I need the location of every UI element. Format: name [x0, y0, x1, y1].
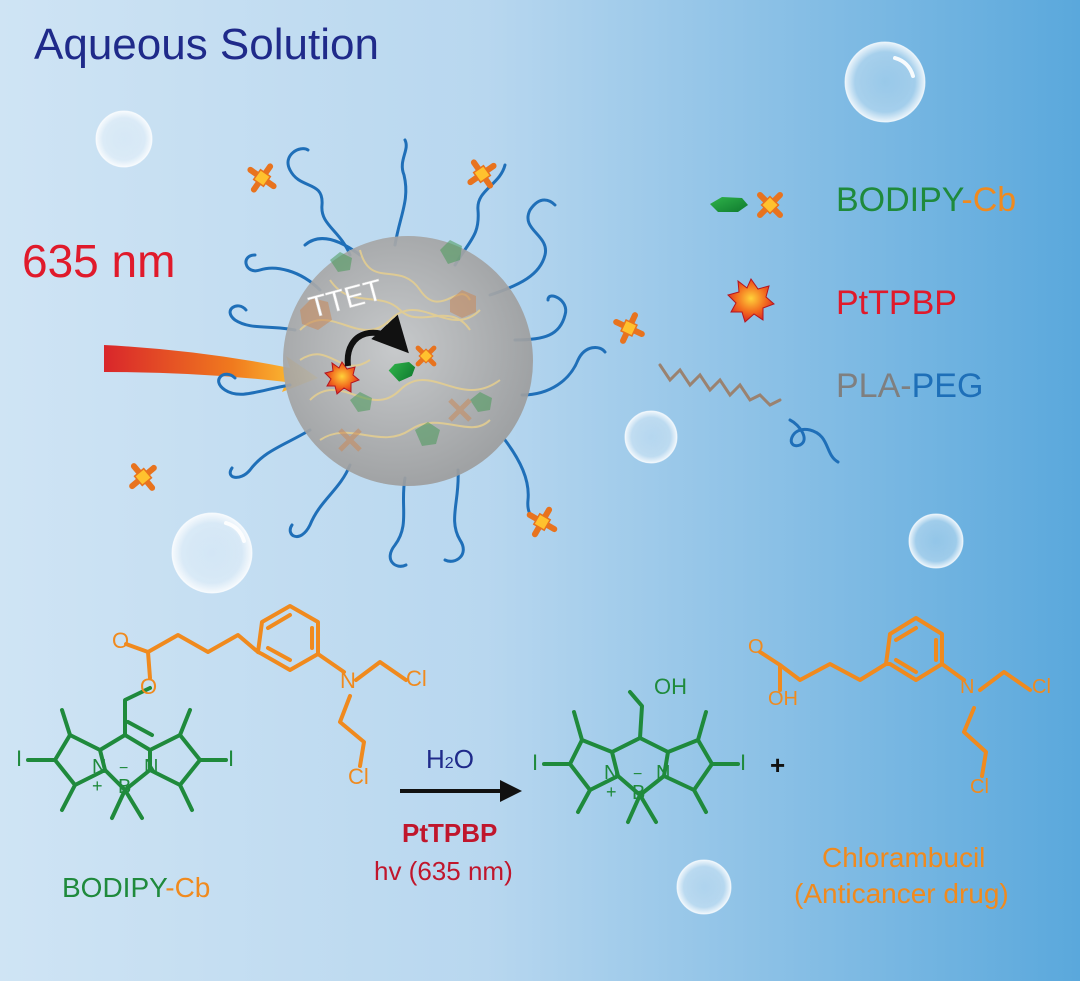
pla-cores — [299, 249, 501, 441]
reactant-name-bodipy: BODIPY — [62, 872, 166, 903]
bubbles — [95, 41, 964, 915]
reagent-o: O — [453, 744, 474, 774]
bubble — [171, 512, 253, 594]
atom-n-right: N — [144, 756, 159, 778]
legend-peg-dash: - — [900, 367, 912, 405]
atom-i-p-left: I — [532, 750, 539, 775]
micelle — [283, 236, 533, 486]
bubble — [95, 110, 153, 168]
reactant-structure — [26, 604, 408, 820]
atom-n-cb: N — [960, 676, 975, 698]
ptpbp-star-in-micelle — [324, 361, 360, 395]
embedded-shapes — [300, 240, 492, 452]
atom-i-left: I — [16, 746, 23, 771]
atom-cl-1: Cl — [406, 666, 427, 691]
light-beam-arrow — [104, 345, 318, 392]
bubble — [624, 410, 678, 464]
product-name-line2: (Anticancer drug) — [794, 878, 1009, 909]
legend-icons — [710, 195, 780, 323]
legend-ptpbp-label: PtTPBP — [836, 284, 957, 322]
atom-n-p-right: N — [656, 762, 671, 784]
charge-plus: + — [92, 776, 103, 796]
legend-bodipy-hex-icon — [710, 197, 748, 212]
atom-n-p-left: N — [604, 762, 619, 784]
legend-bodipy-cb-label: BODIPY-Cb — [836, 181, 1016, 220]
legend-ptpbp-star-icon — [727, 277, 775, 323]
product-bodipy-oh-structure — [542, 690, 740, 824]
atom-b-product: B — [632, 782, 646, 804]
reactant-name: BODIPY-Cb — [62, 872, 210, 904]
charge-minus: − — [119, 760, 129, 777]
legend-cb-text: Cb — [972, 181, 1017, 219]
atom-i-right: I — [228, 746, 235, 771]
condition-label: hv (635 nm) — [374, 856, 513, 886]
wavelength-label: 635 nm — [22, 235, 176, 287]
bubble — [908, 513, 964, 569]
product-chlorambucil-structure — [758, 616, 1032, 778]
atom-o-ester: O — [140, 674, 158, 699]
catalyst-label: PtTPBP — [402, 818, 498, 848]
atom-i-p-right: I — [740, 750, 747, 775]
legend-bodipy-text: BODIPY — [836, 181, 962, 219]
reagent-sub: 2 — [444, 755, 454, 772]
plus-sign: + — [770, 750, 786, 780]
bubble — [676, 859, 732, 915]
atom-n-amine: N — [340, 668, 356, 693]
legend-peg-text: PEG — [911, 367, 984, 405]
ttet-arrow — [344, 314, 409, 367]
charge-minus-product: − — [633, 766, 643, 783]
bubble — [844, 41, 926, 123]
atom-n-left: N — [92, 756, 107, 778]
atom-cl-cb-1: Cl — [1032, 676, 1051, 698]
charge-plus-product: + — [606, 782, 617, 802]
bodipy-hex-in-micelle — [388, 362, 416, 382]
reagent-water: H2O — [426, 744, 474, 775]
product-name-line1: Chlorambucil — [822, 842, 986, 873]
page-title: Aqueous Solution — [34, 20, 379, 69]
atom-o-acid: O — [748, 636, 764, 658]
legend-pla-text: PLA — [836, 367, 901, 405]
reactant-name-cb: -Cb — [165, 872, 211, 903]
atom-oh-product: OH — [654, 674, 687, 699]
free-pla-peg-chain — [658, 363, 840, 464]
atom-cl-2: Cl — [348, 764, 369, 789]
atom-o-carbonyl: O — [112, 628, 130, 653]
atom-cl-cb-2: Cl — [970, 776, 989, 798]
atom-b: B — [118, 776, 132, 798]
peg-chains — [217, 138, 607, 568]
legend-pla-peg-label: PLA-PEG — [836, 367, 983, 406]
atom-oh-acid: OH — [768, 688, 798, 710]
reagent-h: H — [426, 744, 445, 774]
legend-dash: - — [961, 181, 973, 219]
